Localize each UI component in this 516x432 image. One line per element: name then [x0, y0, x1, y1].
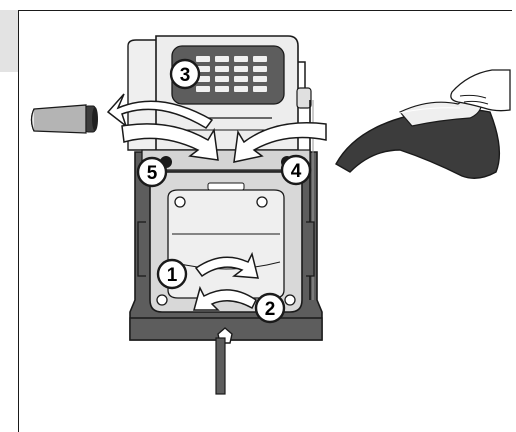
hand-icon: [450, 69, 511, 112]
step-badge-2: 2: [254, 292, 286, 324]
step-badge-1: 1: [156, 258, 188, 290]
rotation-arrow-icon: [106, 93, 214, 129]
rotation-arrow-icon: [121, 123, 219, 161]
screw-icon: [156, 196, 296, 306]
filter-cartridge-icon: [30, 104, 98, 134]
svg-text:4: 4: [291, 161, 302, 182]
step-badge-4: 4: [280, 154, 312, 186]
svg-text:5: 5: [147, 163, 158, 184]
page-tab-marker: [0, 10, 18, 72]
svg-text:3: 3: [180, 65, 191, 86]
figure-frame: [18, 10, 512, 432]
svg-text:2: 2: [265, 299, 276, 320]
step-badge-3: 3: [169, 58, 201, 90]
svg-text:1: 1: [167, 265, 178, 286]
rotation-arrow-icon: [233, 122, 327, 163]
rotation-arrow-icon: [193, 285, 257, 311]
rotation-arrow-icon: [194, 251, 259, 279]
screwdriver-icon: [215, 327, 233, 395]
step-badge-5: 5: [136, 156, 168, 188]
